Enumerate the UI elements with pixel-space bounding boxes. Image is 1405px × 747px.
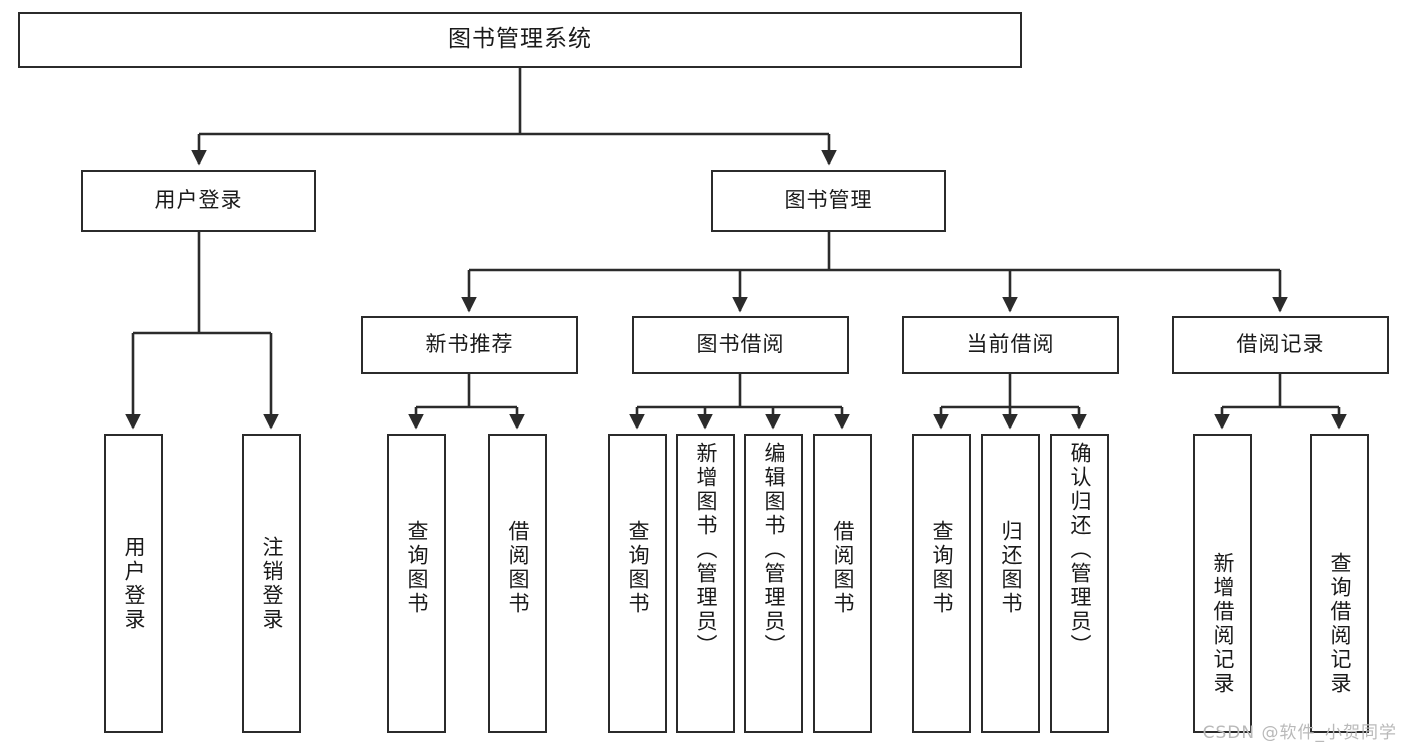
node-leaf-add-book-admin-label: 新增图书（管理员） bbox=[694, 442, 718, 658]
node-root[interactable]: 图书管理系统 bbox=[18, 12, 1022, 68]
node-borrow-records-label: 借阅记录 bbox=[1236, 332, 1325, 357]
node-leaf-query-book-borrow-label: 查询图书 bbox=[626, 520, 650, 616]
node-leaf-add-book-admin[interactable]: 新增图书（管理员） bbox=[676, 434, 735, 733]
node-book-borrow-label: 图书借阅 bbox=[696, 332, 785, 357]
node-leaf-confirm-return-admin-label: 确认归还（管理员） bbox=[1068, 442, 1092, 658]
node-leaf-query-borrow-record[interactable]: 查询借阅记录 bbox=[1310, 434, 1369, 733]
watermark: CSDN @软件_小贺同学 bbox=[1202, 723, 1397, 743]
node-user-login-label: 用户登录 bbox=[154, 188, 243, 213]
node-new-book-recommend[interactable]: 新书推荐 bbox=[361, 316, 578, 374]
node-leaf-logout[interactable]: 注销登录 bbox=[242, 434, 301, 733]
node-leaf-query-book-newbook[interactable]: 查询图书 bbox=[387, 434, 446, 733]
node-book-borrow[interactable]: 图书借阅 bbox=[632, 316, 849, 374]
node-current-borrow-label: 当前借阅 bbox=[966, 332, 1055, 357]
node-leaf-borrow-book[interactable]: 借阅图书 bbox=[813, 434, 872, 733]
node-current-borrow[interactable]: 当前借阅 bbox=[902, 316, 1119, 374]
node-leaf-return-book[interactable]: 归还图书 bbox=[981, 434, 1040, 733]
node-leaf-borrow-book-label: 借阅图书 bbox=[831, 520, 855, 616]
node-leaf-query-book-borrow[interactable]: 查询图书 bbox=[608, 434, 667, 733]
node-new-book-recommend-label: 新书推荐 bbox=[425, 332, 514, 357]
node-leaf-user-login-label: 用户登录 bbox=[122, 536, 146, 632]
node-leaf-edit-book-admin[interactable]: 编辑图书（管理员） bbox=[744, 434, 803, 733]
node-leaf-return-book-label: 归还图书 bbox=[999, 520, 1023, 616]
node-user-login[interactable]: 用户登录 bbox=[81, 170, 316, 232]
node-leaf-edit-book-admin-label: 编辑图书（管理员） bbox=[762, 442, 786, 658]
node-leaf-user-login[interactable]: 用户登录 bbox=[104, 434, 163, 733]
node-root-label: 图书管理系统 bbox=[448, 26, 592, 53]
node-leaf-add-borrow-record-label: 新增借阅记录 bbox=[1211, 552, 1235, 696]
node-leaf-query-book-current-label: 查询图书 bbox=[930, 520, 954, 616]
node-leaf-query-borrow-record-label: 查询借阅记录 bbox=[1328, 552, 1352, 696]
node-leaf-logout-label: 注销登录 bbox=[260, 536, 284, 632]
node-leaf-confirm-return-admin[interactable]: 确认归还（管理员） bbox=[1050, 434, 1109, 733]
node-leaf-add-borrow-record[interactable]: 新增借阅记录 bbox=[1193, 434, 1252, 733]
node-borrow-records[interactable]: 借阅记录 bbox=[1172, 316, 1389, 374]
node-leaf-borrow-book-newbook-label: 借阅图书 bbox=[506, 520, 530, 616]
node-book-management-label: 图书管理 bbox=[784, 188, 873, 213]
node-leaf-borrow-book-newbook[interactable]: 借阅图书 bbox=[488, 434, 547, 733]
node-book-management[interactable]: 图书管理 bbox=[711, 170, 946, 232]
node-leaf-query-book-current[interactable]: 查询图书 bbox=[912, 434, 971, 733]
node-leaf-query-book-newbook-label: 查询图书 bbox=[405, 520, 429, 616]
